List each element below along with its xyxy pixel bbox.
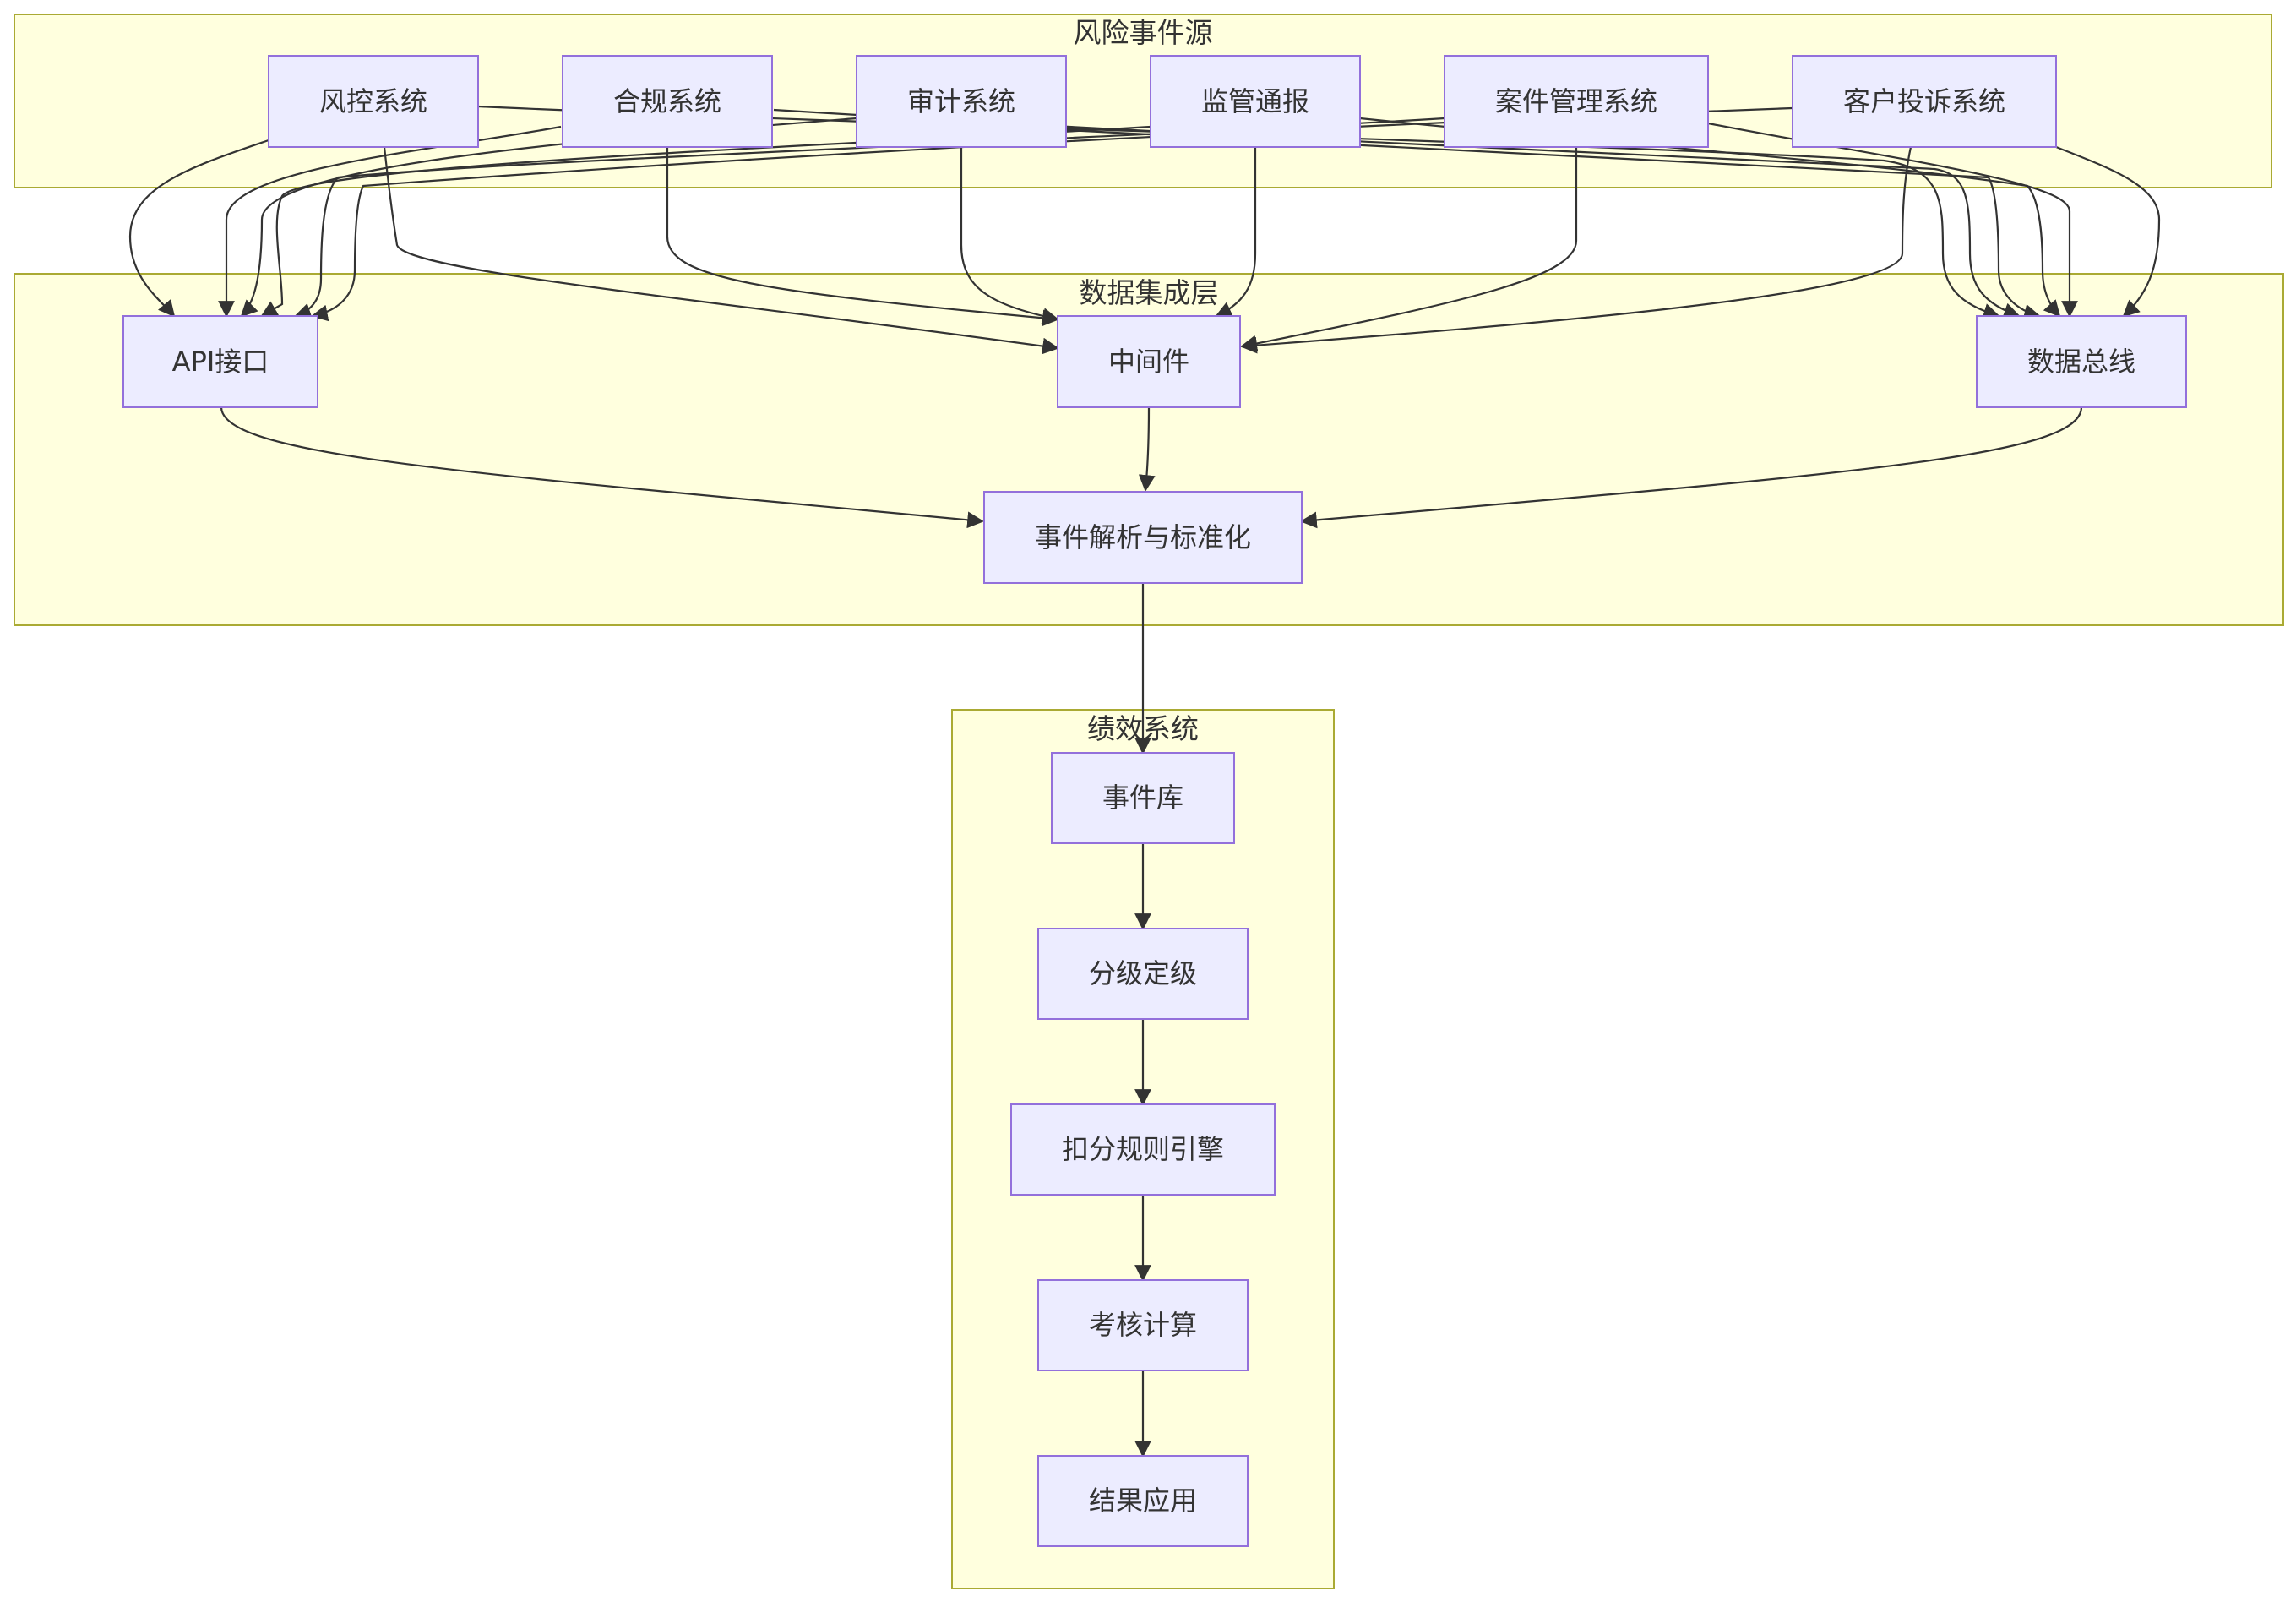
node-label: API接口: [172, 346, 269, 378]
node-label: 案件管理系统: [1495, 85, 1657, 117]
node-risk-control-system: 风控系统: [268, 55, 479, 148]
node-label: 风控系统: [319, 85, 427, 117]
edge-risk-control-to-middleware: [383, 146, 1059, 355]
node-label: 中间件: [1108, 346, 1189, 378]
node-label: 数据总线: [2027, 346, 2135, 378]
node-case-management-system: 案件管理系统: [1444, 55, 1709, 148]
edge-case-to-middleware: [1240, 147, 1578, 352]
edge-compliance-to-middleware: [666, 147, 1059, 327]
edge-regulatory-to-middleware: [1215, 147, 1257, 318]
edge-databus-to-parse: [1300, 406, 2083, 529]
node-middleware: 中间件: [1057, 315, 1241, 408]
node-label: 客户投诉系统: [1843, 85, 2005, 117]
node-deduction-rule-engine: 扣分规则引擎: [1010, 1103, 1276, 1196]
node-label: 扣分规则引擎: [1062, 1133, 1224, 1165]
node-label: 审计系统: [907, 85, 1015, 117]
cluster-title-integration: 数据集成层: [1080, 276, 1219, 309]
node-customer-complaint-system: 客户投诉系统: [1792, 55, 2057, 148]
node-data-bus: 数据总线: [1976, 315, 2187, 408]
edge-complaint-to-middleware: [1240, 146, 1912, 354]
edge-middleware-to-parse: [1138, 406, 1156, 492]
node-compliance-system: 合规系统: [562, 55, 773, 148]
node-event-parse-normalize: 事件解析与标准化: [983, 491, 1303, 584]
node-result-application: 结果应用: [1037, 1455, 1249, 1547]
node-label: 结果应用: [1089, 1485, 1197, 1517]
edge-case-to-databus: [1707, 122, 2078, 318]
edge-risk-control-to-api: [128, 139, 269, 318]
node-grading: 分级定级: [1037, 928, 1249, 1020]
node-label: 考核计算: [1089, 1309, 1197, 1341]
edge-compliance-to-api: [218, 125, 562, 318]
edge-complaint-to-databus: [2055, 145, 2161, 318]
node-label: 事件库: [1102, 782, 1183, 814]
node-audit-system: 审计系统: [856, 55, 1067, 148]
node-api-interface: API接口: [122, 315, 318, 408]
edge-case-to-api: [294, 117, 1445, 319]
node-assessment-calculation: 考核计算: [1037, 1279, 1249, 1371]
node-label: 事件解析与标准化: [1035, 521, 1251, 553]
edge-api-to-parse: [220, 406, 984, 529]
node-event-store: 事件库: [1051, 752, 1235, 844]
node-label: 监管通报: [1201, 85, 1309, 117]
edge-audit-to-middleware: [960, 147, 1059, 324]
node-label: 分级定级: [1089, 957, 1197, 989]
node-label: 合规系统: [613, 85, 721, 117]
cluster-title-sources: 风险事件源: [1074, 16, 1213, 49]
node-regulatory-report: 监管通报: [1150, 55, 1361, 148]
